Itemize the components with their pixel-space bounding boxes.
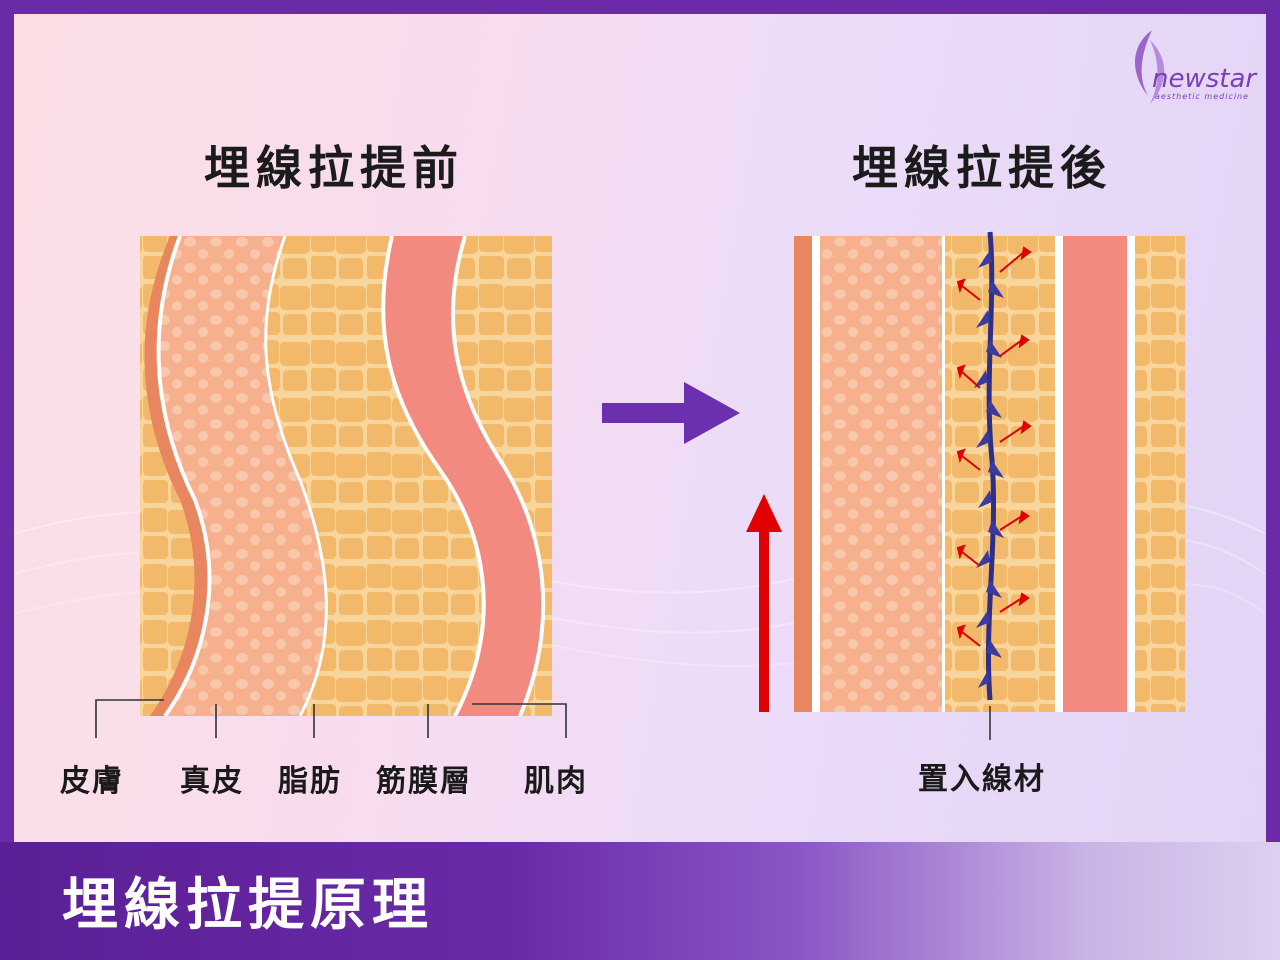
label-skin: 皮膚	[60, 764, 124, 799]
label-muscle: 肌肉	[524, 764, 588, 799]
logo-wordmark: newstar	[1152, 64, 1257, 94]
logo-tagline: aesthetic medicine	[1155, 92, 1250, 101]
footer-bar	[0, 842, 1280, 960]
fascia-layer	[383, 236, 544, 716]
thread-icon	[974, 231, 1004, 701]
label-fascia: 筋膜層	[376, 764, 472, 799]
before-layers	[140, 236, 552, 716]
label-dermis: 真皮	[180, 764, 244, 799]
tension-arrows	[956, 246, 1032, 647]
dermis-layer-after	[820, 236, 942, 712]
label-leader-lines	[95, 699, 567, 738]
fascia-layer-after	[1063, 236, 1127, 712]
lift-arrow-icon	[746, 494, 782, 712]
muscle-layer-after	[1135, 236, 1185, 712]
dermis-layer	[158, 236, 327, 716]
after-title: 埋線拉提後	[852, 141, 1112, 195]
skin-layer-after	[794, 236, 812, 712]
label-thread: 置入線材	[918, 762, 1046, 797]
transition-arrow-icon	[602, 382, 740, 444]
label-fat: 脂肪	[278, 764, 342, 799]
before-title: 埋線拉提前	[204, 141, 464, 195]
footer-title: 埋線拉提原理	[62, 872, 434, 938]
